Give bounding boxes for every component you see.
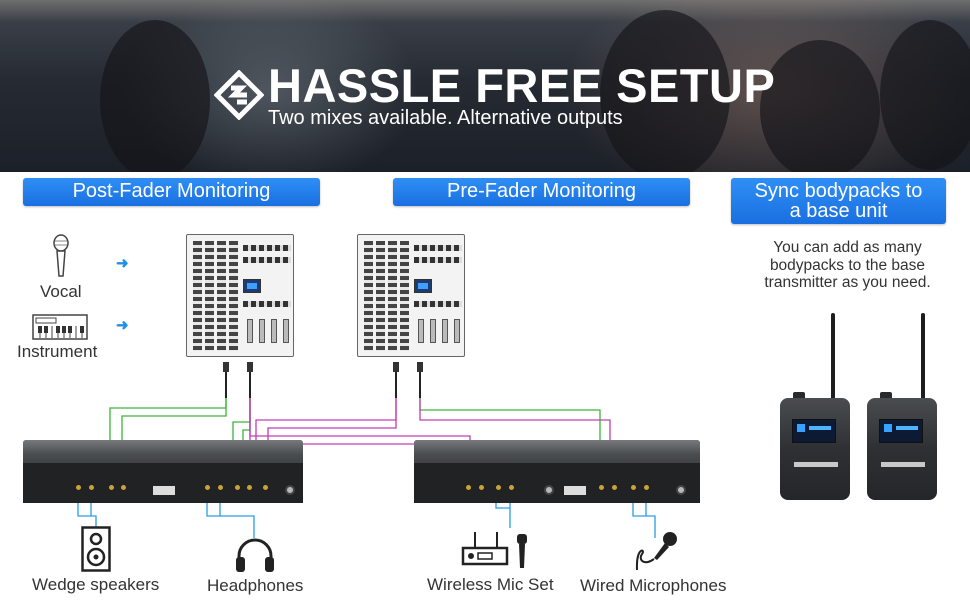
mixer-fader (430, 319, 436, 343)
serial-label (153, 486, 175, 495)
bodypack-antenna (921, 313, 925, 401)
mixer-fader (283, 319, 289, 343)
crowd-silhouette (760, 40, 880, 172)
mixer-fader (442, 319, 448, 343)
bodypack-brand-mark (794, 462, 838, 467)
mixer-channel-strip (400, 241, 409, 351)
output-jack (629, 483, 638, 492)
input-jack (597, 483, 606, 492)
mixer-channel-strip (193, 241, 202, 351)
mixer-fader (454, 319, 460, 343)
base-transmitter-left (23, 440, 303, 503)
input-jack (119, 483, 128, 492)
mixer-fader (259, 319, 265, 343)
antenna-connector (285, 485, 295, 495)
vocal-label: Vocal (40, 282, 82, 301)
mixer-knob-row (414, 257, 462, 263)
input-jack (464, 483, 473, 492)
serial-label (564, 486, 586, 495)
bodypack-brand-mark (881, 462, 925, 467)
antenna-connector (676, 485, 686, 495)
post-fader-heading: Post-Fader Monitoring (23, 178, 320, 206)
mixer-knob-row (243, 257, 291, 263)
sync-description: You can add as many bodypacks to the bas… (740, 239, 955, 292)
antenna-connector (544, 485, 554, 495)
mixer-channel-strip (364, 241, 373, 351)
mixer-channel-strip (205, 241, 214, 351)
headphones-label: Headphones (207, 576, 304, 595)
output-jack (642, 483, 651, 492)
bodypack-antenna (831, 313, 835, 401)
sync-heading: Sync bodypacks to a base unit (731, 178, 946, 224)
arrow-right-icon: ➜ (116, 255, 129, 272)
mixer-knob-row (243, 245, 291, 251)
crowd-silhouette (100, 20, 210, 172)
bodypack-receiver (867, 398, 937, 500)
output-jack (507, 483, 516, 492)
bodypack-display (879, 419, 923, 443)
mixer-knob-row (243, 301, 291, 307)
mixer-fader (247, 319, 253, 343)
wedge-speakers-label: Wedge speakers (32, 575, 160, 594)
rack-top-panel (414, 440, 700, 454)
output-jack (74, 483, 83, 492)
page-title: HASSLE FREE SETUP (268, 59, 776, 112)
output-jack (216, 483, 225, 492)
mixer-channel-strip (376, 241, 385, 351)
input-jack (610, 483, 619, 492)
mixer-post-fader (186, 234, 294, 357)
crowd-silhouette (600, 10, 730, 172)
mixer-display (243, 279, 261, 293)
wired-microphone-icon (635, 532, 677, 571)
input-jack (261, 483, 270, 492)
mixer-channel-strip (217, 241, 226, 351)
rack-rear-panel (414, 463, 700, 503)
mixer-channel-strip (229, 241, 238, 351)
arrow-right-icon: ➜ (116, 317, 129, 334)
mixer-knob-row (414, 245, 462, 251)
mixer-fader (418, 319, 424, 343)
rack-rear-panel (23, 463, 303, 503)
blue-output-wires (77, 500, 656, 538)
wired-microphones-label: Wired Microphones (580, 576, 727, 595)
mixer-output-cables (225, 370, 421, 398)
sync-description-line: transmitter as you need. (764, 274, 931, 291)
chevron-logo-icon (214, 70, 264, 120)
sync-heading-line: a base unit (789, 200, 888, 222)
instrument-label: Instrument (17, 342, 98, 361)
bodypack-volume-knob (793, 392, 805, 402)
rack-top-panel (23, 440, 303, 454)
mixer-pre-fader (357, 234, 465, 357)
bodypack-receiver (780, 398, 850, 500)
input-jack (107, 483, 116, 492)
mixer-display (414, 279, 432, 293)
page-subtitle: Two mixes available. Alternative outputs (268, 107, 623, 129)
wireless-receiver-icon (461, 532, 527, 568)
input-jack (233, 483, 242, 492)
crowd-silhouette (880, 20, 970, 170)
mixer-fader (271, 319, 277, 343)
bodypack-display (792, 419, 836, 443)
headphones-icon (236, 538, 274, 572)
sync-description-line: bodypacks to the base (769, 256, 926, 274)
keyboard-icon (32, 314, 88, 340)
speaker-icon (81, 526, 111, 572)
output-jack (87, 483, 96, 492)
mixer-channel-strip (388, 241, 397, 351)
sync-description-line: You can add as many (773, 239, 922, 256)
pre-fader-heading: Pre-Fader Monitoring (393, 178, 690, 206)
base-transmitter-right (414, 440, 700, 503)
wireless-mic-set-label: Wireless Mic Set (427, 575, 554, 594)
output-jack (494, 483, 503, 492)
microphone-icon (53, 234, 69, 277)
output-jack (203, 483, 212, 492)
hero-banner: HASSLE FREE SETUP Two mixes available. A… (0, 0, 970, 172)
sync-heading-line: Sync bodypacks to (754, 180, 923, 202)
input-jack (477, 483, 486, 492)
cable-plugs (223, 362, 423, 372)
bodypack-volume-knob (880, 392, 892, 402)
mixer-knob-row (414, 301, 462, 307)
input-jack (245, 483, 254, 492)
